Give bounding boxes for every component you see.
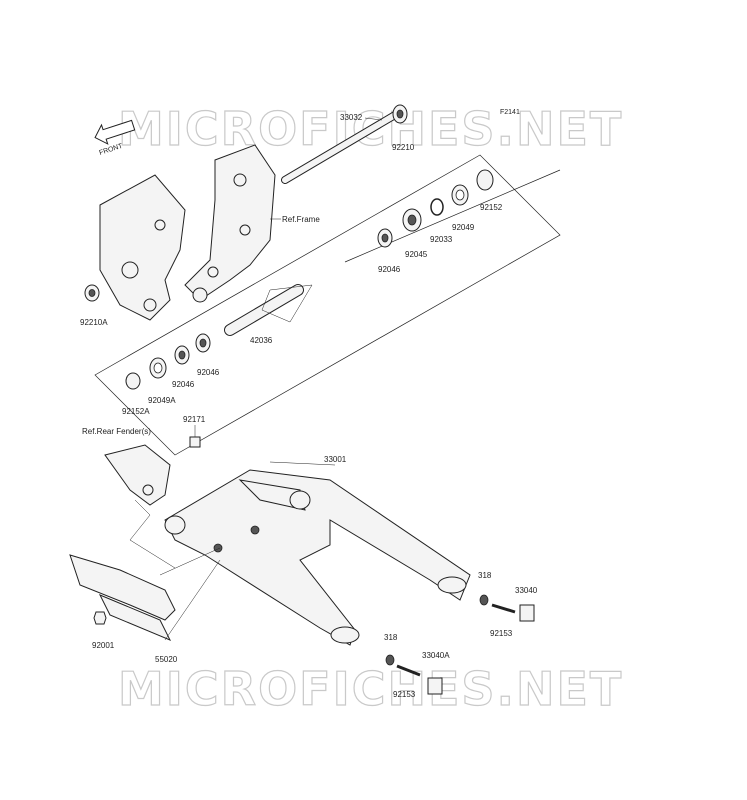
nut-92210A xyxy=(84,284,100,302)
ref-rear-fender-label: Ref.Rear Fender(s) xyxy=(82,427,151,436)
label-318-left: 318 xyxy=(384,633,398,642)
label-33032: 33032 xyxy=(340,113,363,122)
label-92001: 92001 xyxy=(92,641,115,650)
label-33040: 33040 xyxy=(515,586,538,595)
bearing-group-outline xyxy=(94,154,561,456)
label-42036: 42036 xyxy=(250,336,273,345)
label-55020: 55020 xyxy=(155,655,178,664)
bolt-92153 xyxy=(491,603,516,614)
pivot-group-line xyxy=(344,169,561,263)
seal-92049 xyxy=(451,184,469,206)
front-arrow-icon xyxy=(94,119,136,145)
bearing-92046-left-a xyxy=(195,333,211,353)
nut-318 xyxy=(479,594,489,606)
nut-92210 xyxy=(392,104,408,124)
label-92210: 92210 xyxy=(392,143,415,152)
bearing-92046 xyxy=(377,228,393,248)
label-92045: 92045 xyxy=(405,250,428,259)
label-92153: 92153 xyxy=(490,629,513,638)
cap-92152 xyxy=(476,169,494,191)
bolt-92001 xyxy=(93,611,107,625)
label-92152A: 92152A xyxy=(122,407,150,416)
ref-frame-label: Ref.Frame xyxy=(282,215,320,224)
sleeve-42036 xyxy=(224,284,304,336)
plate-33040 xyxy=(519,604,535,622)
bearing-92046-left-b xyxy=(174,345,190,365)
seal-92049A xyxy=(149,357,167,379)
frame-left-plate xyxy=(99,174,186,321)
plate-33040A xyxy=(427,677,443,695)
label-33001: 33001 xyxy=(324,455,347,464)
label-92171: 92171 xyxy=(183,415,206,424)
label-92046-left-a: 92046 xyxy=(197,368,220,377)
label-92046-left-b: 92046 xyxy=(172,380,195,389)
label-92046: 92046 xyxy=(378,265,401,274)
frame-right-plate xyxy=(184,144,276,303)
circlip-92033 xyxy=(430,198,444,216)
label-92153-left: 92153 xyxy=(393,690,416,699)
nut-318-left xyxy=(385,654,395,666)
label-92049: 92049 xyxy=(452,223,475,232)
bolt-92153-left xyxy=(396,664,421,677)
label-92033: 92033 xyxy=(430,235,453,244)
label-318: 318 xyxy=(478,571,492,580)
rear-fender-part xyxy=(104,444,171,506)
label-92049A: 92049A xyxy=(148,396,176,405)
label-33040A: 33040A xyxy=(422,651,450,660)
watermark-bottom: MICROFICHES.NET xyxy=(118,662,623,716)
swingarm-33001 xyxy=(164,469,471,646)
chain-guard-55020 xyxy=(69,554,176,641)
label-92210A: 92210A xyxy=(80,318,108,327)
cap-92152A xyxy=(125,372,141,390)
figure-id: F2141 xyxy=(500,109,520,116)
bearing-92045 xyxy=(402,208,422,232)
pivot-shaft-33032 xyxy=(281,111,399,184)
clip-92171 xyxy=(189,436,201,448)
label-92152: 92152 xyxy=(480,203,503,212)
